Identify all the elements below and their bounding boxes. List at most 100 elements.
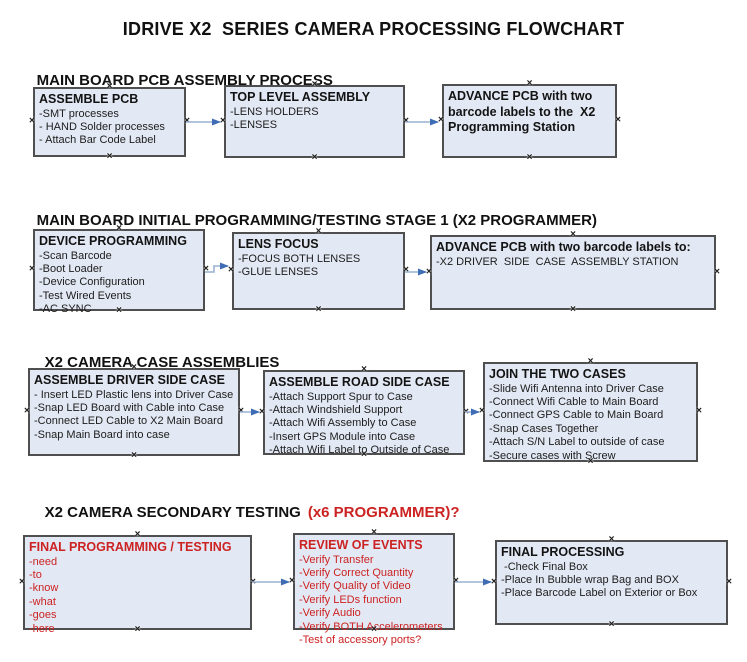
box-items: -SMT processes- HAND Solder processes- A… <box>35 108 184 148</box>
list-item: -Verify Audio <box>299 607 361 620</box>
flow-box-final-programming-testing: FINAL PROGRAMMING / TESTING -need-to-kno… <box>19 530 256 635</box>
box-title: ADVANCE PCB with two barcode labels to t… <box>448 89 599 135</box>
list-item: -Place In Bubble wrap Bag and BOX <box>501 574 679 587</box>
list-item: -Attach Windshield Support <box>269 404 403 417</box>
flow-box-final-processing: FINAL PROCESSING -Check Final Box-Place … <box>491 535 732 630</box>
connection-point-icon: × <box>250 576 256 587</box>
list-item: -Attach Wifi Label to Outside of Case <box>269 444 450 457</box>
connection-point-icon: × <box>426 266 432 277</box>
section-heading-case-assemblies: X2 CAMERA CASE ASSEMBLIES <box>28 337 280 388</box>
connection-point-icon: × <box>203 263 209 275</box>
list-item: -GLUE LENSES <box>238 266 319 279</box>
list-item: - HAND Solder processes <box>39 121 165 134</box>
box-title: ASSEMBLE DRIVER SIDE CASE <box>34 373 226 387</box>
box-title: FINAL PROCESSING <box>501 545 625 559</box>
connection-point-icon: × <box>463 406 469 417</box>
list-item: -here <box>29 622 55 635</box>
list-item: -Verify BOTH Accelerometers <box>299 620 443 633</box>
box-items: -Attach Support Spur to Case-Attach Wind… <box>265 391 463 458</box>
list-item: -LENSES <box>230 119 278 132</box>
connection-point-icon: × <box>615 114 621 126</box>
connection-point-icon: × <box>238 405 244 417</box>
connection-point-icon: × <box>479 405 485 417</box>
list-item: -X2 DRIVER SIDE CASE ASSEMBLY STATION <box>436 255 679 268</box>
flow-box-assemble-road-side-case: ASSEMBLE ROAD SIDE CASE -Attach Support … <box>259 365 469 460</box>
box-items: -Check Final Box-Place In Bubble wrap Ba… <box>497 561 726 601</box>
list-item: -Attach S/N Label to outside of case <box>489 436 665 449</box>
section-heading-text: MAIN BOARD PCB ASSEMBLY PROCESS <box>36 72 333 89</box>
list-item: -Attach Wifi Assembly to Case <box>269 417 417 430</box>
connection-point-icon: × <box>220 115 226 126</box>
flow-box-assemble-driver-side-case: ASSEMBLE DRIVER SIDE CASE - Insert LED P… <box>24 363 244 461</box>
list-item: -AC SYNC <box>39 303 92 316</box>
list-item: -Verify Correct Quantity <box>299 567 414 580</box>
list-item: -Snap Main Board into case <box>34 428 170 441</box>
box-title: REVIEW OF EVENTS <box>299 538 423 552</box>
connection-point-icon: × <box>259 406 265 417</box>
connection-point-icon: × <box>453 575 459 586</box>
box-items: -X2 DRIVER SIDE CASE ASSEMBLY STATION <box>432 256 714 269</box>
list-item: -SMT processes <box>39 107 119 120</box>
connection-point-icon: × <box>608 619 615 630</box>
list-item: -Connect GPS Cable to Main Board <box>489 409 664 422</box>
box-items: -need-to-know-what-goes-here <box>25 556 250 636</box>
connection-point-icon: × <box>106 151 113 162</box>
connection-point-icon: × <box>315 304 322 315</box>
list-item: -Slide Wifi Antenna into Driver Case <box>489 382 664 395</box>
box-title: JOIN THE TWO CASES <box>489 367 626 381</box>
connection-point-icon: × <box>714 266 720 277</box>
box-title: ASSEMBLE ROAD SIDE CASE <box>269 375 450 389</box>
list-item: -Check Final Box <box>501 560 588 573</box>
box-title: LENS FOCUS <box>238 237 319 251</box>
section-heading-text: X2 CAMERA SECONDARY TESTING <box>44 504 301 521</box>
section-heading-text: MAIN BOARD INITIAL PROGRAMMING/TESTING S… <box>36 212 597 229</box>
list-item: -Insert GPS Module into Case <box>269 430 416 443</box>
list-item: -goes <box>29 609 57 622</box>
list-item: -Verify Transfer <box>299 553 374 566</box>
flow-arrow <box>205 262 229 273</box>
list-item: -FOCUS BOTH LENSES <box>238 252 361 265</box>
connection-point-icon: × <box>438 114 444 126</box>
flow-box-lens-focus: LENS FOCUS -FOCUS BOTH LENSES-GLUE LENSE… <box>228 227 409 315</box>
connection-point-icon: × <box>491 576 497 587</box>
list-item: -need <box>29 555 58 568</box>
section-heading-red-text: (x6 PROGRAMMER)? <box>307 504 460 521</box>
list-item: -know <box>29 582 59 595</box>
flow-box-review-of-events: REVIEW OF EVENTS -Verify Transfer-Verify… <box>289 528 459 647</box>
flow-box-join-the-two-cases: JOIN THE TWO CASES -Slide Wifi Antenna i… <box>479 357 702 467</box>
box-items: -Scan Barcode-Boot Loader-Device Configu… <box>35 250 203 317</box>
list-item: -LENS HOLDERS <box>230 105 319 118</box>
box-title: ASSEMBLE PCB <box>39 92 139 106</box>
section-heading-secondary-testing: X2 CAMERA SECONDARY TESTING (x6 PROGRAMME… <box>28 487 460 538</box>
connection-point-icon: × <box>228 264 234 276</box>
flow-box-assemble-pcb: ASSEMBLE PCB -SMT processes- HAND Solder… <box>29 82 190 162</box>
list-item: -Attach Support Spur to Case <box>269 390 413 403</box>
list-item: -what <box>29 595 56 608</box>
connection-point-icon: × <box>526 152 533 163</box>
flow-box-advance-pcb-to-driver-side-station: ADVANCE PCB with two barcode labels to: … <box>426 230 720 315</box>
box-items: -LENS HOLDERS-LENSES <box>226 106 403 133</box>
list-item: - Insert LED Plastic lens into Driver Ca… <box>34 388 234 401</box>
list-item: -Place Barcode Label on Exterior or Box <box>501 587 698 600</box>
section-heading-initial-programming: MAIN BOARD INITIAL PROGRAMMING/TESTING S… <box>20 195 597 246</box>
flow-box-advance-pcb-to-programming-station: ADVANCE PCB with two barcode labels to t… <box>438 79 621 163</box>
connection-point-icon: × <box>29 115 35 127</box>
list-item: -Verify LEDs function <box>299 593 402 606</box>
list-item: -Boot Loader <box>39 263 103 276</box>
list-item: -Device Configuration <box>39 276 145 289</box>
box-title: FINAL PROGRAMMING / TESTING <box>29 540 232 554</box>
connection-point-icon: × <box>184 115 190 127</box>
connection-point-icon: × <box>289 575 295 586</box>
box-title: ADVANCE PCB with two barcode labels to: <box>436 240 691 254</box>
list-item: -to <box>29 569 42 582</box>
section-heading-pcb-assembly: MAIN BOARD PCB ASSEMBLY PROCESS <box>20 55 333 106</box>
box-items: -FOCUS BOTH LENSES-GLUE LENSES <box>234 253 403 280</box>
connection-point-icon: × <box>696 405 702 417</box>
box-items: - Insert LED Plastic lens into Driver Ca… <box>30 389 238 443</box>
flow-box-device-programming: DEVICE PROGRAMMING -Scan Barcode-Boot Lo… <box>29 224 209 316</box>
connection-point-icon: × <box>403 264 409 276</box>
connection-point-icon: × <box>726 576 732 587</box>
connection-point-icon: × <box>19 576 25 587</box>
list-item: -Connect LED Cable to X2 Main Board <box>34 415 223 428</box>
